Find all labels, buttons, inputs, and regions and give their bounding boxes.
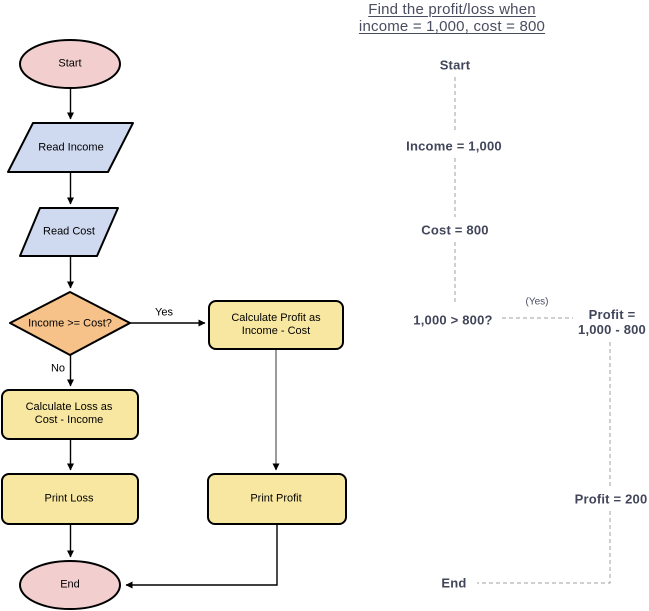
trace-question-label: 1,000 > 800? <box>413 312 493 328</box>
read-cost-io-shape[interactable] <box>19 207 119 257</box>
read-income-node-label: Read Income <box>38 141 104 154</box>
print-profit-process-shape[interactable] <box>207 473 347 525</box>
read-income-io-shape[interactable] <box>7 122 134 173</box>
trace-cost-label: Cost = 800 <box>421 222 489 238</box>
decision-diamond-shape[interactable] <box>9 291 131 356</box>
yes-branch-label: Yes <box>155 306 173 319</box>
trace-start-label: Start <box>439 57 471 73</box>
trace-profit-eq-line1: Profit = <box>588 307 636 322</box>
trace-end-label: End <box>441 575 467 591</box>
start-terminator-shape[interactable] <box>19 39 121 89</box>
trace-title-line2: income = 1,000, cost = 800 <box>358 18 546 35</box>
trace-dash-result-end <box>477 511 611 584</box>
trace-income-label: Income = 1,000 <box>406 138 502 154</box>
end-node-label: End <box>60 578 80 591</box>
connector-printprofit-end <box>125 524 278 589</box>
trace-yes-note: (Yes) <box>525 296 549 308</box>
no-branch-label: No <box>50 362 66 375</box>
calc-profit-label-line2: Income - Cost <box>241 325 311 337</box>
calc-loss-label-line1: Calculate Loss as <box>25 401 113 413</box>
calc-profit-label-line1: Calculate Profit as <box>231 312 321 324</box>
trace-profit-eq-label: Profit = 1,000 - 800 <box>578 307 646 337</box>
decision-node-label: Income >= Cost? <box>28 317 112 330</box>
calc-profit-node-label: Calculate Profit as Income - Cost <box>231 312 320 338</box>
trace-profit-result-label: Profit = 200 <box>574 491 648 507</box>
end-terminator-shape[interactable] <box>19 560 121 610</box>
calc-loss-node-label: Calculate Loss as Cost - Income <box>26 401 113 427</box>
calc-loss-label-line2: Cost - Income <box>34 414 104 426</box>
calc-loss-process-shape[interactable] <box>1 389 139 440</box>
read-cost-node-label: Read Cost <box>43 225 95 238</box>
trace-title: Find the profit/loss when income = 1,000… <box>359 1 545 35</box>
start-node-label: Start <box>58 57 82 70</box>
print-profit-node-label: Print Profit <box>250 492 302 505</box>
trace-title-line1: Find the profit/loss when <box>368 1 536 18</box>
print-loss-node-label: Print Loss <box>44 492 94 505</box>
print-loss-process-shape[interactable] <box>1 473 139 525</box>
calc-profit-process-shape[interactable] <box>208 300 344 350</box>
trace-profit-eq-line2: 1,000 - 800 <box>578 322 646 337</box>
